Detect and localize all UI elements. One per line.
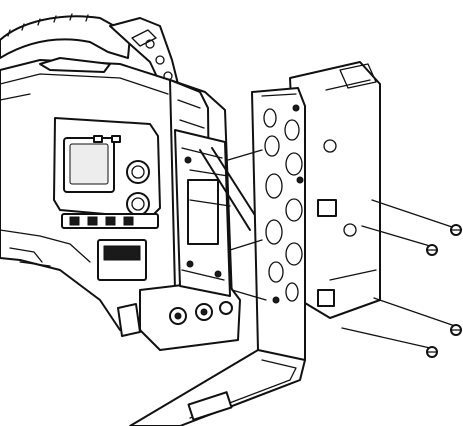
mount-slot	[187, 179, 219, 245]
battery-mount-plate	[174, 129, 259, 297]
alignment-lines	[227, 149, 267, 301]
battery-adapter-case	[129, 61, 381, 426]
screw-2	[361, 225, 438, 256]
screws	[341, 199, 462, 358]
screw-1	[371, 199, 462, 236]
dial-upper	[126, 160, 150, 184]
lcd-display	[63, 137, 115, 193]
dial-lower	[126, 192, 150, 216]
carry-handle	[0, 13, 181, 97]
screw-4	[341, 327, 438, 358]
control-panel	[53, 117, 161, 281]
screw-3	[373, 297, 462, 336]
